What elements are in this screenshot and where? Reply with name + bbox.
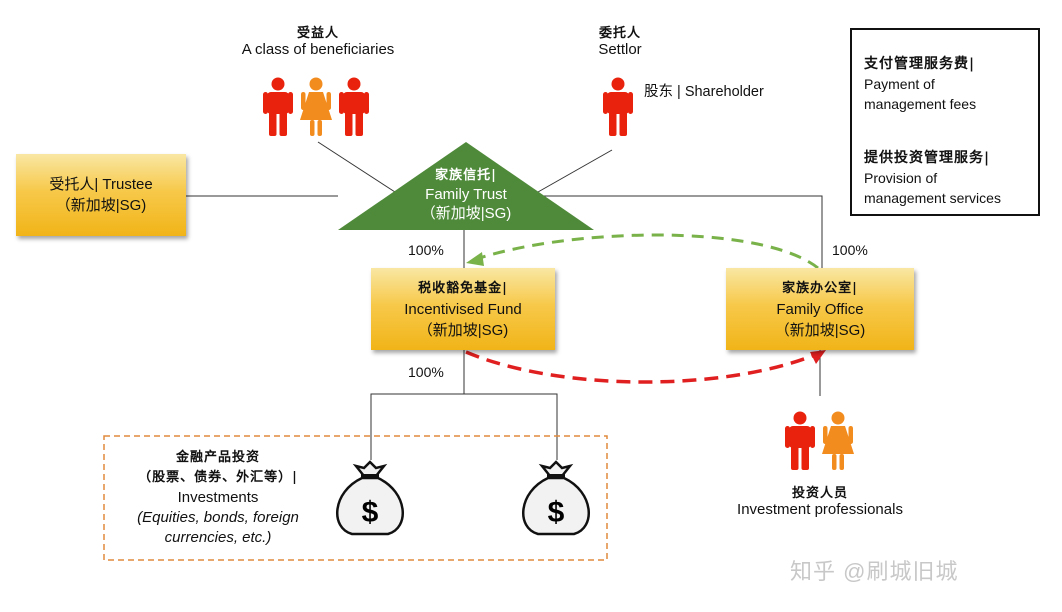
- investments-en-italic: (Equities, bonds, foreign currencies, et…: [137, 509, 299, 546]
- office-en: Family Office: [776, 300, 864, 318]
- dollar-sign-icon: $: [548, 496, 565, 529]
- family-office-box: 家族办公室| Family Office （新加坡|SG): [726, 268, 914, 350]
- family-trust-sg: （新加坡|SG): [420, 205, 512, 222]
- professional-woman-icon: [822, 411, 854, 470]
- family-trust-label: 家族信托| Family Trust （新加坡|SG): [386, 166, 546, 223]
- settlor-connector: [537, 149, 613, 193]
- incentivised-fund-box: 税收豁免基金| Incentivised Fund （新加坡|SG): [371, 268, 555, 350]
- legend-service-en2: management services: [864, 190, 1001, 206]
- settlor-cn: 委托人: [598, 26, 641, 41]
- settlor-man-icon: [603, 77, 633, 136]
- beneficiaries-connector: [317, 141, 396, 193]
- legend-service-en1: Provision of: [864, 170, 938, 186]
- service-arrow: [467, 233, 819, 270]
- investments-en: Investments: [177, 489, 259, 506]
- fee-arrowhead: [810, 350, 826, 364]
- legend-fee-en2: management fees: [864, 96, 977, 112]
- watermark: 知乎 @刷城旧城: [790, 559, 959, 584]
- investments-cn-line1: 金融产品投资: [175, 450, 260, 465]
- professionals-label: 投资人员 Investment professionals: [720, 482, 920, 518]
- office-sg: （新加坡|SG): [774, 321, 866, 339]
- settlor-label: 委托人 Settlor: [570, 22, 670, 58]
- fund-investments-connector-left: [370, 350, 465, 460]
- professional-man-icon: [785, 411, 815, 470]
- trustee-line1: 受托人| Trustee: [49, 176, 153, 193]
- family-trust-en: Family Trust: [425, 186, 507, 203]
- legend-fee-en1: Payment of: [864, 76, 935, 92]
- legend-fee-cn: 支付管理服务费|: [864, 56, 976, 72]
- beneficiaries-label: 受益人 A class of beneficiaries: [228, 22, 408, 58]
- trust-office-connector: [538, 195, 823, 268]
- dollar-sign-icon: $: [362, 496, 379, 529]
- beneficiary-man-icon: [263, 77, 293, 136]
- investments-cn-line2: （股票、债券、外汇等）|: [138, 470, 298, 485]
- shareholder-label: 股东 | Shareholder: [644, 84, 764, 100]
- professionals-en: Investment professionals: [737, 501, 903, 518]
- fee-arrow: [465, 350, 823, 384]
- legend-service-cn: 提供投资管理服务|: [864, 150, 991, 166]
- legend-box: 支付管理服务费| Payment of management fees 提供投资…: [850, 28, 1040, 216]
- fund-cn: 税收豁免基金|: [418, 280, 508, 296]
- service-arrowhead: [466, 252, 484, 266]
- investments-frame: [103, 435, 608, 561]
- office-cn: 家族办公室|: [782, 280, 858, 296]
- ownership-trust-fund: 100%: [408, 242, 444, 258]
- trustee-line2: （新加坡|SG): [55, 197, 147, 214]
- professionals-cn: 投资人员: [791, 486, 848, 501]
- beneficiary-woman-icon: [300, 77, 332, 136]
- family-trust-cn: 家族信托|: [435, 168, 497, 183]
- ownership-fund-investments: 100%: [408, 364, 444, 380]
- beneficiaries-cn: 受益人: [296, 26, 339, 41]
- investments-label: 金融产品投资 （股票、债券、外汇等）| Investments (Equitie…: [108, 448, 328, 548]
- trustee-box: 受托人| Trustee （新加坡|SG): [16, 154, 186, 236]
- fund-en: Incentivised Fund: [404, 300, 522, 318]
- ownership-trust-office: 100%: [832, 242, 868, 258]
- fund-sg: （新加坡|SG): [417, 321, 509, 339]
- family-trust-triangle: [338, 142, 594, 230]
- fund-investments-connector-right: [464, 393, 558, 460]
- beneficiaries-en: A class of beneficiaries: [241, 41, 395, 58]
- settlor-en: Settlor: [598, 41, 642, 58]
- beneficiary-man-icon: [339, 77, 369, 136]
